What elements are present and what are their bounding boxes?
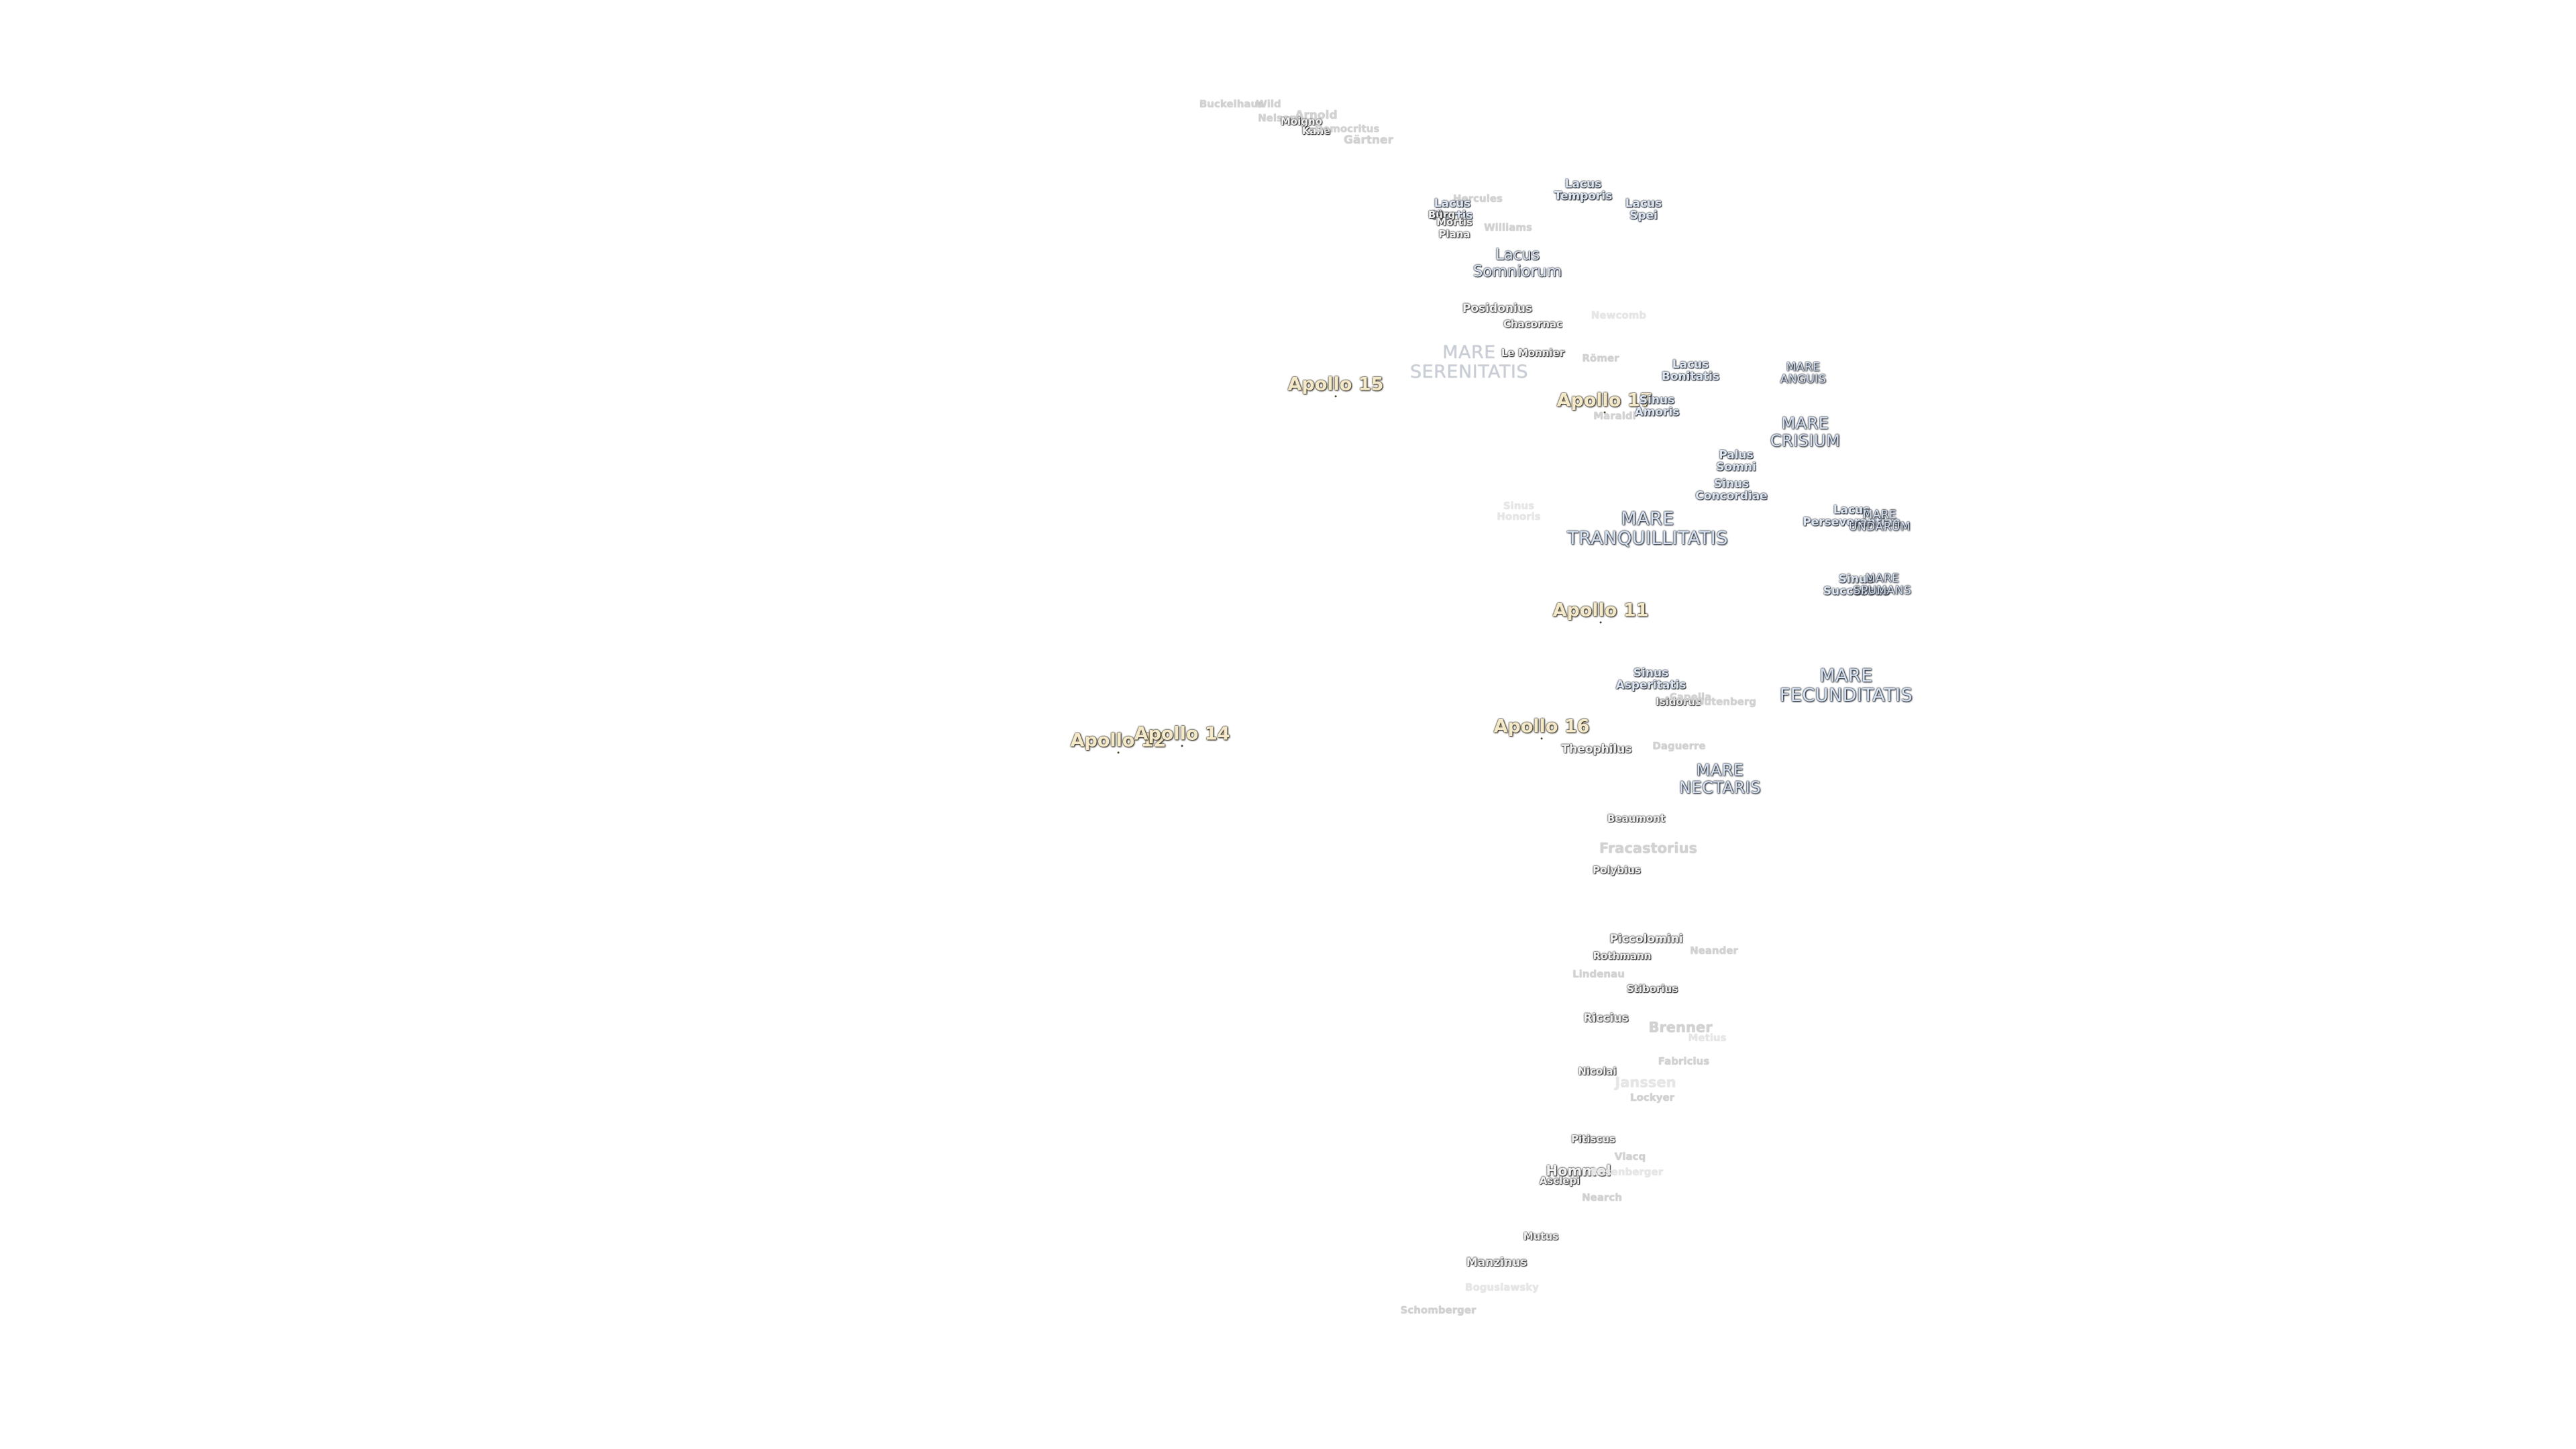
- map-label-manzinus: Manzinus: [1466, 1255, 1527, 1269]
- map-label-rothmann: Rothmann: [1593, 949, 1652, 962]
- map-label-apollo-16: Apollo 16: [1493, 716, 1590, 740]
- map-label-romer: Römer: [1582, 352, 1619, 364]
- map-label-capella: Capella: [1669, 690, 1712, 703]
- map-label-hommel: Hommel: [1546, 1163, 1611, 1179]
- map-label-lindenau: Lindenau: [1572, 967, 1625, 980]
- map-label-pitiscus: Pitiscus: [1571, 1132, 1615, 1145]
- map-label-fabricius: Fabricius: [1658, 1055, 1710, 1067]
- map-label-hercules: Hercules: [1453, 192, 1503, 205]
- map-label-gutenberg: Gutenberg: [1695, 695, 1757, 708]
- map-label-democritus: Democritus: [1314, 122, 1380, 135]
- map-label-brenner: Brenner: [1648, 1019, 1713, 1036]
- map-label-piccolomini: Piccolomini: [1609, 932, 1683, 946]
- map-label-fracastorius: Fracastorius: [1599, 840, 1698, 857]
- map-label-apollo-15: Apollo 15: [1287, 374, 1384, 398]
- map-label-williams: Williams: [1484, 221, 1532, 233]
- map-label-boguslawsky: Boguslawsky: [1465, 1281, 1539, 1293]
- map-label-daguerre: Daguerre: [1652, 739, 1706, 752]
- map-label-apollo-11: Apollo 11: [1552, 600, 1649, 624]
- map-label-mutus: Mutus: [1523, 1230, 1559, 1242]
- map-label-vlacq: Vlacq: [1614, 1150, 1646, 1163]
- map-label-theophilus: Theophilus: [1561, 742, 1632, 756]
- map-label-janssen: Janssen: [1615, 1074, 1676, 1091]
- map-label-chacornac: Chacornac: [1503, 317, 1563, 330]
- map-label-nicolai: Nicolai: [1578, 1065, 1617, 1077]
- map-label-maraldi: Maraldi: [1593, 409, 1636, 422]
- map-label-riccius: Riccius: [1583, 1011, 1629, 1025]
- map-label-plana: Plana: [1438, 227, 1470, 240]
- map-label-nelson: Nelson: [1258, 111, 1297, 124]
- map-label-nearch: Nearch: [1582, 1191, 1622, 1203]
- map-label-isidorus: Isidorus: [1656, 695, 1701, 708]
- map-label-bucksbaum: Buckelhaus: [1199, 97, 1265, 110]
- map-label-schomberger: Schomberger: [1400, 1303, 1477, 1316]
- map-label-posidonius: Posidonius: [1462, 301, 1533, 315]
- map-label-apollo-12: Apollo 12: [1070, 730, 1167, 754]
- map-label-apollo-14: Apollo 14: [1134, 723, 1230, 747]
- map-label-apollo-17: Apollo 17: [1556, 390, 1653, 414]
- map-label-wild: Wild: [1256, 97, 1281, 110]
- map-label-kane: Kane: [1301, 124, 1331, 137]
- map-label-lockyer: Lockyer: [1629, 1091, 1675, 1104]
- map-label-burg: Bürg: [1428, 208, 1456, 221]
- map-label-mortis: Mortis: [1436, 215, 1472, 228]
- map-label-metius: Metius: [1688, 1031, 1727, 1044]
- map-label-polybius: Polybius: [1593, 863, 1641, 876]
- map-label-rosenberger: Rosenberger: [1590, 1165, 1664, 1178]
- map-label-gartner: Gärtner: [1344, 133, 1393, 147]
- map-label-beaumont: Beaumont: [1607, 812, 1666, 824]
- map-label-moigno: Moigno: [1280, 115, 1323, 127]
- map-label-newcomb: Newcomb: [1591, 309, 1647, 321]
- map-label-stiborius: Stiborius: [1626, 982, 1678, 995]
- map-label-arnold: Arnold: [1295, 108, 1338, 122]
- map-label-le-monnier: Le Monnier: [1501, 346, 1565, 359]
- map-label-neander: Neander: [1690, 944, 1738, 957]
- map-label-asclepi: Asclepi: [1539, 1174, 1580, 1187]
